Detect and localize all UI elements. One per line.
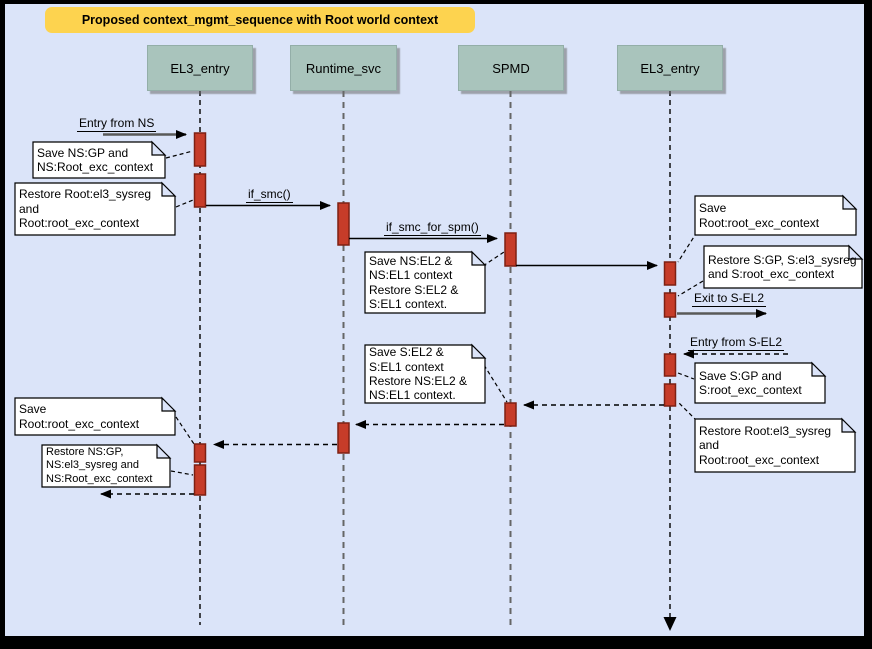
note-shape: [694, 361, 827, 404]
note-save-ns-gp: Save NS:GP and NS:Root_exc_context: [37, 145, 154, 174]
lifeline-end-arrow-icon: [663, 617, 677, 631]
activation-bar: [337, 202, 350, 246]
note-connector: [677, 280, 704, 297]
note-save-root-exc-left: Save Root:root_exc_context: [19, 402, 140, 431]
note-shape: [41, 443, 172, 488]
note-shape: [364, 250, 487, 314]
activation-bar: [504, 402, 517, 427]
note-shape: [14, 396, 177, 436]
activation-bar: [504, 232, 517, 267]
activation-bar: [663, 353, 677, 377]
label-entry-from-ns: Entry from NS: [77, 116, 157, 132]
label-if-smc: if_smc(): [246, 187, 293, 203]
note-connector: [482, 251, 505, 267]
note-restore-s-gp: Restore S:GP, S:el3_sysreg and S:root_ex…: [708, 252, 857, 281]
label-if-smc-for-spm: if_smc_for_spm(): [384, 220, 481, 236]
note-connector: [165, 150, 194, 159]
note-save-s-el2: Save S:EL2 & S:EL1 context Restore NS:EL…: [369, 345, 468, 403]
note-connector: [677, 401, 698, 422]
activation-bar: [193, 173, 207, 208]
note-restore-ns-gp: Restore NS:GP, NS:el3_sysreg and NS:Root…: [46, 446, 153, 485]
note-shape: [364, 343, 487, 404]
note-connector: [175, 416, 195, 445]
note-connector: [677, 231, 698, 263]
actor-el3-entry-left: EL3_entry: [147, 45, 253, 91]
activation-bar: [337, 422, 350, 454]
activation-bar: [663, 383, 677, 407]
note-connector: [677, 372, 695, 380]
note-save-s-gp: Save S:GP and S:root_exc_context: [699, 368, 802, 397]
note-shape: [694, 417, 857, 473]
note-shape: [32, 140, 167, 179]
diagram-title: Proposed context_mgmt_sequence with Root…: [45, 7, 475, 33]
note-restore-root-sysreg-left: Restore Root:el3_sysreg and Root:root_ex…: [19, 187, 152, 231]
activation-bar: [663, 292, 677, 318]
note-shape: [703, 244, 864, 289]
note-shape: [694, 194, 858, 236]
activation-bar: [663, 261, 677, 286]
activation-bar: [193, 443, 207, 463]
label-exit-to-s-el2: Exit to S-EL2: [692, 291, 767, 307]
note-save-root-exc-right: Save Root:root_exc_context: [699, 201, 820, 230]
activation-bar: [193, 132, 207, 167]
note-connector: [170, 470, 194, 476]
activation-bar: [193, 464, 207, 496]
diagram-canvas: [5, 4, 864, 636]
actor-runtime-svc: Runtime_svc: [290, 45, 397, 91]
actor-spmd: SPMD: [458, 45, 564, 91]
note-connector: [175, 199, 194, 208]
note-shape: [14, 181, 177, 236]
note-restore-root-sysreg-right: Restore Root:el3_sysreg and Root:root_ex…: [699, 423, 832, 467]
label-entry-from-s-el2: Entry from S-EL2: [688, 335, 785, 351]
note-save-ns-el2: Save NS:EL2 & NS:EL1 context Restore S:E…: [369, 253, 459, 311]
note-connector: [483, 364, 508, 403]
actor-el3-entry-right: EL3_entry: [617, 45, 723, 91]
